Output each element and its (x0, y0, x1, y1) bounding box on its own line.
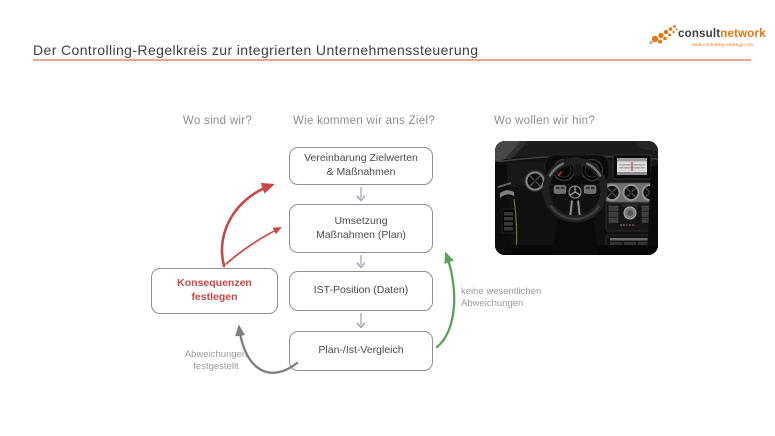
box-text-line: Umsetzung (334, 214, 388, 227)
box-text-line: festlegen (191, 291, 238, 303)
car-dashboard-image (495, 141, 658, 255)
steering-wheel-icon (542, 157, 608, 223)
windshield-pillars (495, 141, 658, 163)
title-underline (33, 59, 751, 61)
box-umsetzung-massnahmen: Umsetzung Maßnahmen (Plan) (289, 204, 433, 253)
logo-network-text: network (720, 28, 766, 40)
green-arrow-keine-abweichungen (435, 251, 456, 349)
air-vent-icon (622, 184, 640, 201)
dashboard-air-vents (600, 182, 658, 203)
column-header-wo-sind-wir: Wo sind wir? (182, 115, 253, 127)
consultnetwork-logo: consultnetwork www.controlling-strategy.… (648, 20, 766, 50)
logo-dots-icon (649, 25, 678, 45)
box-text-line: IST-Position (Daten) (313, 284, 409, 297)
label-line: festgestellt (193, 360, 239, 372)
column-header-wie-kommen-wir: Wie kommen wir ans Ziel? (292, 115, 436, 127)
box-text-line: Plan-/Ist-Vergleich (318, 344, 404, 357)
box-konsequenzen-festlegen: Konsequenzen festlegen (151, 268, 278, 314)
logo-wordmark: consultnetwork (678, 28, 766, 40)
label-line: Abweichungen (461, 297, 524, 309)
box-ist-position: IST-Position (Daten) (289, 271, 433, 311)
label-abweichungen-festgestellt: Abweichungen festgestellt (166, 349, 266, 373)
logo-url-text: www.controlling-strategy.com (692, 42, 753, 47)
box-plan-ist-vergleich: Plan-/Ist-Vergleich (289, 331, 433, 371)
left-air-vent-icon (524, 170, 546, 192)
box-text-line: Vereinbarung Zielwerten (304, 152, 418, 165)
logo-consult-text: consult (678, 28, 721, 40)
car-dashboard-illustration (495, 141, 658, 255)
label-keine-wesentlichen-abweichungen: keine wesentlichen Abweichungen (461, 286, 541, 310)
door-panel (495, 161, 518, 255)
red-arrow-to-umsetzung (225, 227, 282, 265)
page-title: Der Controlling-Regelkreis zur integrier… (33, 42, 479, 58)
box-vereinbarung-zielwerte: Vereinbarung Zielwerten & Maßnahmen (289, 147, 433, 185)
mercedes-star-icon (566, 183, 584, 201)
box-text-line: Konsequenzen (177, 277, 252, 290)
box-text-line: Maßnahmen (Plan) (316, 228, 406, 241)
infotainment-screen (612, 154, 652, 180)
label-line: Abweichungen (184, 349, 248, 360)
box-text-line: & Maßnahmen (326, 166, 396, 178)
red-arrow-to-vereinbarung (220, 182, 275, 268)
air-vent-icon (603, 184, 621, 201)
column-header-wo-wollen-wir: Wo wollen wir hin? (494, 115, 596, 127)
center-console (605, 202, 655, 249)
label-line: keine wesentlichen (461, 286, 542, 297)
